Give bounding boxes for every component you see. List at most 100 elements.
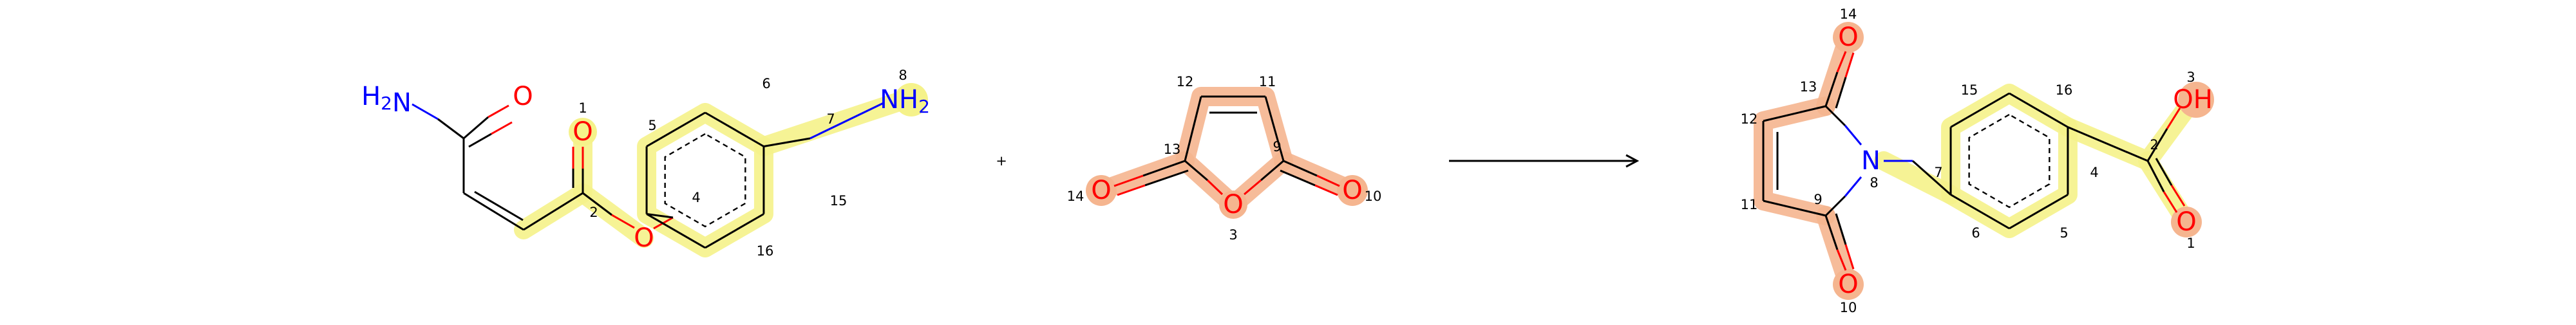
atom-index: 8 bbox=[1870, 175, 1878, 190]
plus-sign: + bbox=[996, 153, 1007, 169]
arrow-head bbox=[1625, 154, 1640, 168]
bond bbox=[705, 111, 764, 147]
aromatic-ring bbox=[1968, 113, 2050, 209]
bond bbox=[2067, 126, 2148, 162]
atom-index: 3 bbox=[1229, 227, 1237, 243]
bond bbox=[1844, 52, 1855, 78]
bond bbox=[582, 192, 612, 216]
atom-index: 15 bbox=[830, 193, 848, 209]
atom-index: 13 bbox=[1164, 142, 1181, 157]
atom-o10: O bbox=[1342, 176, 1362, 205]
bond bbox=[463, 192, 524, 231]
atom-index: 16 bbox=[2056, 82, 2073, 98]
atom-o3: O bbox=[1223, 190, 1243, 219]
bond bbox=[2170, 185, 2186, 207]
bond bbox=[468, 133, 492, 148]
bond bbox=[763, 137, 811, 147]
bond bbox=[1280, 169, 1316, 187]
bond bbox=[1283, 160, 1318, 177]
bond bbox=[2163, 191, 2178, 213]
bond bbox=[463, 116, 489, 140]
bond bbox=[1824, 71, 1839, 107]
reactant-1-bonds bbox=[412, 102, 884, 249]
atom-h2n: H2N bbox=[361, 82, 412, 118]
highlight bbox=[1874, 151, 1961, 205]
bond bbox=[2166, 107, 2181, 129]
bond bbox=[1835, 213, 1847, 245]
bond bbox=[1836, 249, 1847, 271]
bond bbox=[412, 103, 439, 120]
atom-o10: O bbox=[1838, 270, 1858, 299]
atom-index: 13 bbox=[1800, 79, 1817, 95]
atom-index: 12 bbox=[1177, 74, 1194, 89]
highlight bbox=[1941, 84, 2078, 238]
atom-oh3: OH bbox=[2173, 85, 2213, 115]
atom-index: 10 bbox=[1365, 189, 1382, 204]
bond bbox=[1117, 184, 1146, 196]
atom-n8: N bbox=[1861, 146, 1880, 176]
plus-sign: + bbox=[996, 153, 1007, 169]
bond bbox=[646, 111, 706, 147]
atom-o-amide: O bbox=[513, 82, 533, 111]
bond bbox=[1763, 200, 1826, 217]
highlight-dot bbox=[1086, 175, 1117, 206]
highlight-dot bbox=[2171, 207, 2202, 237]
atom-index: 14 bbox=[1840, 6, 1857, 22]
bond bbox=[523, 192, 583, 231]
bond bbox=[1824, 105, 1846, 127]
bond bbox=[646, 213, 674, 219]
atom-index: 6 bbox=[762, 76, 770, 91]
atom-index: 9 bbox=[1273, 139, 1281, 154]
atom-o14: O bbox=[1091, 176, 1111, 205]
bond bbox=[1844, 125, 1862, 145]
bond bbox=[1824, 195, 1846, 217]
atom-index: 9 bbox=[1814, 192, 1822, 207]
atom-index: 11 bbox=[1741, 197, 1758, 212]
bond bbox=[491, 121, 513, 135]
highlight-dot bbox=[569, 118, 597, 146]
aromatic-ring bbox=[664, 133, 746, 228]
bond bbox=[1184, 96, 1202, 162]
bond bbox=[646, 213, 706, 249]
highlight-dot bbox=[1219, 190, 1247, 219]
atom-index: 12 bbox=[1741, 111, 1758, 127]
bond bbox=[2146, 160, 2165, 192]
bond bbox=[611, 214, 635, 229]
bond bbox=[1113, 174, 1144, 187]
highlight-dot bbox=[2178, 82, 2214, 118]
bond bbox=[1950, 194, 2010, 230]
atom-index: 15 bbox=[1961, 82, 1978, 98]
atom-o14: O bbox=[1838, 23, 1858, 52]
atom-index: 2 bbox=[589, 205, 598, 220]
bond bbox=[1314, 184, 1338, 196]
atom-index: 1 bbox=[2186, 236, 2195, 251]
bond bbox=[474, 190, 524, 221]
atom-o-ester: O bbox=[634, 223, 654, 253]
atom-o1: O bbox=[2176, 207, 2196, 237]
bond bbox=[1144, 169, 1189, 187]
bond bbox=[2155, 158, 2173, 186]
atom-index: 7 bbox=[1934, 165, 1942, 180]
bond bbox=[1184, 160, 1208, 181]
bond bbox=[1844, 244, 1855, 270]
atom-index: 5 bbox=[2060, 225, 2068, 241]
bond bbox=[1264, 96, 1285, 162]
bond bbox=[437, 118, 464, 140]
atom-index: 6 bbox=[1971, 225, 1980, 241]
bond bbox=[1206, 179, 1224, 196]
bond bbox=[1142, 160, 1186, 177]
highlight-dot bbox=[1833, 269, 1864, 300]
atom-index: 14 bbox=[1067, 189, 1084, 204]
reaction-arrow: → bbox=[1449, 154, 1640, 168]
bond bbox=[1244, 179, 1262, 196]
bond bbox=[2009, 92, 2069, 128]
bond bbox=[488, 104, 509, 118]
atom-index: 10 bbox=[1840, 300, 1857, 315]
